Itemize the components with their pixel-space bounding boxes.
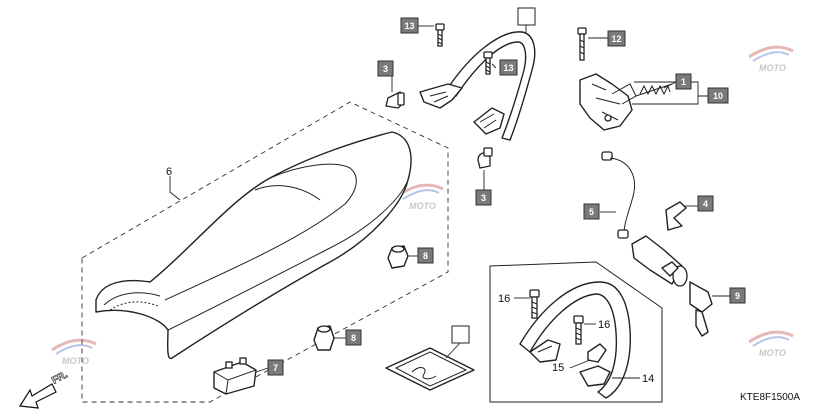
callout-4: 4 bbox=[697, 195, 714, 212]
svg-text:MOTO: MOTO bbox=[759, 63, 786, 73]
label-16-upper: 16 bbox=[498, 293, 510, 305]
cushion-3-lower bbox=[477, 147, 493, 169]
watermark-logo-bottom-left: MOTO bbox=[51, 338, 97, 366]
label-16-lower: 16 bbox=[598, 319, 610, 331]
rubber-block-7 bbox=[213, 357, 257, 395]
callout-7: 7 bbox=[267, 359, 284, 376]
callout-13-top-mid: 13 bbox=[499, 59, 518, 76]
callout-3-left: 3 bbox=[377, 60, 394, 77]
bolt-13-mid bbox=[483, 51, 493, 75]
svg-text:13: 13 bbox=[404, 21, 414, 31]
svg-text:3: 3 bbox=[481, 193, 486, 203]
seat-illustration bbox=[95, 131, 412, 360]
svg-text:4: 4 bbox=[703, 199, 708, 209]
callout-10: 10 bbox=[707, 87, 729, 104]
blank-ref-box-top bbox=[517, 7, 536, 26]
leader-lines bbox=[169, 25, 730, 379]
clip-4 bbox=[665, 201, 687, 231]
cushion-3-left bbox=[385, 91, 405, 109]
svg-text:7: 7 bbox=[273, 363, 278, 373]
bolt-16-upper bbox=[529, 289, 540, 319]
svg-text:MOTO: MOTO bbox=[409, 201, 436, 211]
svg-text:1: 1 bbox=[681, 77, 686, 87]
svg-text:13: 13 bbox=[503, 63, 513, 73]
svg-text:10: 10 bbox=[713, 91, 723, 101]
callout-1: 1 bbox=[675, 73, 692, 90]
rear-rail-boundary bbox=[489, 261, 663, 403]
callout-13-top-left: 13 bbox=[400, 17, 419, 34]
svg-text:MOTO: MOTO bbox=[62, 356, 89, 366]
drawing-code: KTE8F1500A bbox=[740, 392, 800, 403]
callout-12: 12 bbox=[607, 30, 626, 47]
grab-rail-rear bbox=[519, 281, 631, 399]
bolt-16-lower bbox=[573, 315, 584, 345]
rubber-8-upper bbox=[387, 245, 409, 269]
svg-text:8: 8 bbox=[351, 333, 356, 343]
label-6-seat: 6 bbox=[166, 166, 172, 178]
callout-3-lower: 3 bbox=[475, 189, 492, 206]
key-cylinder bbox=[631, 235, 713, 337]
svg-text:5: 5 bbox=[589, 207, 594, 217]
watermark-logo-bottom-right: MOTO bbox=[748, 330, 794, 358]
front-direction-arrow-icon: FR. bbox=[18, 369, 70, 409]
bolt-13-left bbox=[435, 23, 445, 47]
label-14: 14 bbox=[642, 373, 654, 385]
bracket-15 bbox=[587, 343, 607, 363]
callout-9: 9 bbox=[729, 287, 746, 304]
svg-text:12: 12 bbox=[611, 34, 621, 44]
callout-5: 5 bbox=[583, 203, 600, 220]
seat-lock-assembly bbox=[577, 27, 673, 131]
rubber-8-lower bbox=[313, 325, 335, 351]
callout-8-lower: 8 bbox=[345, 329, 362, 346]
svg-text:3: 3 bbox=[383, 64, 388, 74]
seat-kit-boundary bbox=[81, 101, 449, 403]
callout-8-upper: 8 bbox=[417, 247, 434, 264]
seat-lock-cable bbox=[601, 151, 635, 239]
svg-text:FR.: FR. bbox=[50, 369, 70, 386]
owner-document bbox=[385, 347, 475, 391]
svg-text:8: 8 bbox=[423, 251, 428, 261]
blank-ref-box-document bbox=[451, 325, 470, 344]
watermark-logo-top-right: MOTO bbox=[748, 45, 794, 73]
label-15: 15 bbox=[552, 362, 564, 374]
svg-text:MOTO: MOTO bbox=[759, 348, 786, 358]
grab-rail-upper bbox=[419, 31, 536, 141]
svg-text:9: 9 bbox=[735, 291, 740, 301]
